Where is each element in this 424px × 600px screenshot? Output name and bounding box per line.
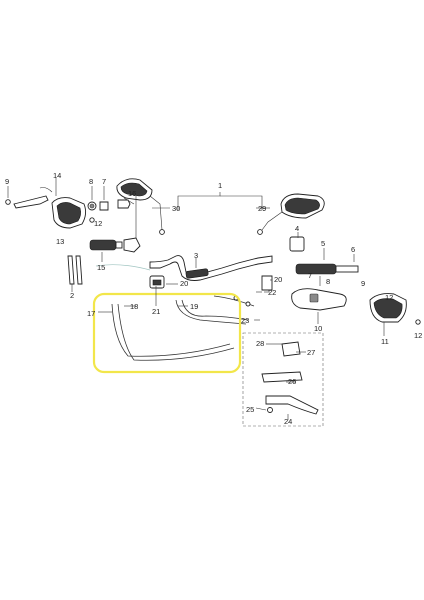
label-21: 21 [152, 307, 160, 316]
label-11: 11 [381, 337, 389, 346]
label-25: 25 [246, 405, 254, 414]
label-28: 28 [256, 339, 264, 348]
label-2: 2 [70, 291, 74, 300]
control-cables [111, 295, 255, 361]
mirror-left [116, 178, 165, 235]
label-12-left: 12 [94, 219, 102, 228]
label-6: 6 [351, 245, 355, 254]
label-8-right: 8 [326, 277, 330, 286]
handlebar [149, 255, 273, 281]
label-9-right: 9 [361, 279, 365, 288]
label-26: 26 [288, 377, 296, 386]
label-15: 15 [97, 263, 105, 272]
switch-housing-left [95, 264, 165, 289]
label-5: 5 [321, 239, 325, 248]
highlight-box [92, 292, 242, 374]
label-4: 4 [295, 224, 299, 233]
label-12-far-right: 12 [414, 331, 422, 340]
left-small-parts [67, 199, 141, 285]
brake-lever-assembly [242, 332, 324, 427]
label-16: 16 [128, 189, 136, 198]
label-9-left: 9 [5, 177, 9, 186]
label-12-right: 12 [385, 293, 393, 302]
label-18: 18 [130, 302, 138, 311]
label-23: 23 [241, 316, 249, 325]
label-10: 10 [314, 324, 322, 333]
label-7-right: 7 [308, 271, 312, 280]
part-labels: 1 30 29 9 14 8 7 12 13 16 15 2 3 20 21 4… [5, 171, 422, 426]
label-13: 13 [56, 237, 64, 246]
label-7-left: 7 [102, 177, 106, 186]
label-20-a: 20 [180, 279, 188, 288]
leader-lines [7, 178, 385, 420]
label-22: 22 [268, 288, 276, 297]
label-20-b: 20 [274, 275, 282, 284]
label-8-left: 8 [89, 177, 93, 186]
right-small-parts [261, 236, 421, 325]
label-17: 17 [87, 309, 95, 318]
label-30: 30 [172, 204, 180, 213]
mirror-right [257, 193, 325, 235]
label-1: 1 [218, 181, 222, 190]
label-3: 3 [194, 251, 198, 260]
hand-guard-left [5, 187, 95, 229]
label-14: 14 [53, 171, 61, 180]
label-27: 27 [307, 348, 315, 357]
label-19: 19 [190, 302, 198, 311]
label-24: 24 [284, 417, 292, 426]
label-29: 29 [258, 204, 266, 213]
